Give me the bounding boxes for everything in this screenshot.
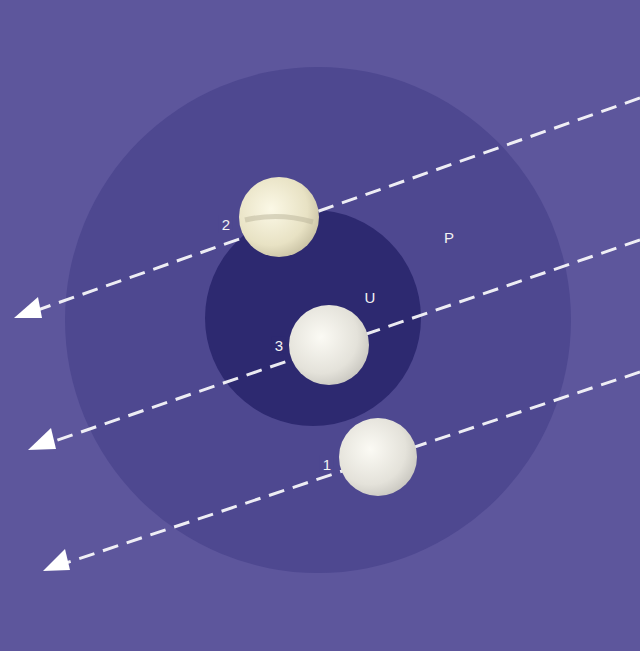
shadow-fill: [65, 67, 571, 573]
region-letter: U: [362, 289, 379, 306]
moon: [289, 305, 369, 385]
callout-number: 2: [219, 216, 233, 233]
penumbra-region: PU: [65, 67, 571, 573]
callout-number: 3: [272, 337, 286, 354]
arrowhead: [14, 297, 42, 318]
shadow-fill: [205, 210, 421, 426]
arrowheads: [14, 297, 70, 571]
moon-shading: [245, 216, 313, 222]
callout-number: 1: [320, 456, 334, 473]
shadow-circle: [205, 210, 421, 426]
moon: [339, 418, 417, 496]
arrowhead: [28, 428, 56, 450]
region-letter: P: [441, 229, 457, 246]
umbra-region: U: [205, 210, 421, 426]
arrowhead: [43, 549, 70, 571]
shadow-circle: [65, 67, 571, 573]
moon: [239, 177, 319, 257]
